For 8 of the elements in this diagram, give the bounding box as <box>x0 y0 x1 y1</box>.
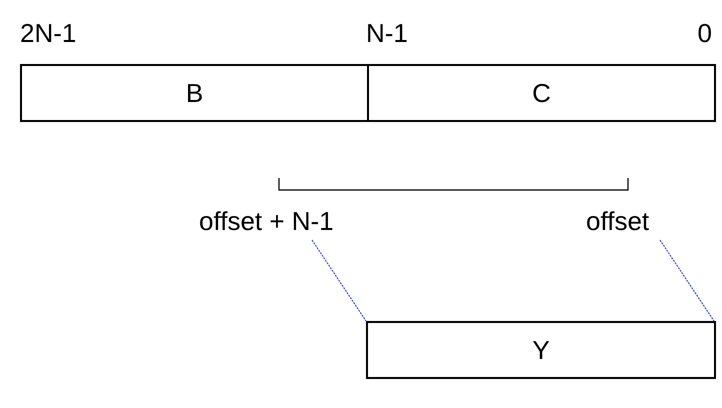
offset-label: offset + N-1 <box>199 206 334 236</box>
bit-index: N-1 <box>366 18 408 48</box>
bit-index: 2N-1 <box>20 18 76 48</box>
register-field: B <box>20 64 369 122</box>
register-field: C <box>367 64 716 122</box>
offset-label: offset <box>586 206 650 236</box>
register-field: Y <box>366 321 716 379</box>
bit-index: 0 <box>698 18 712 48</box>
